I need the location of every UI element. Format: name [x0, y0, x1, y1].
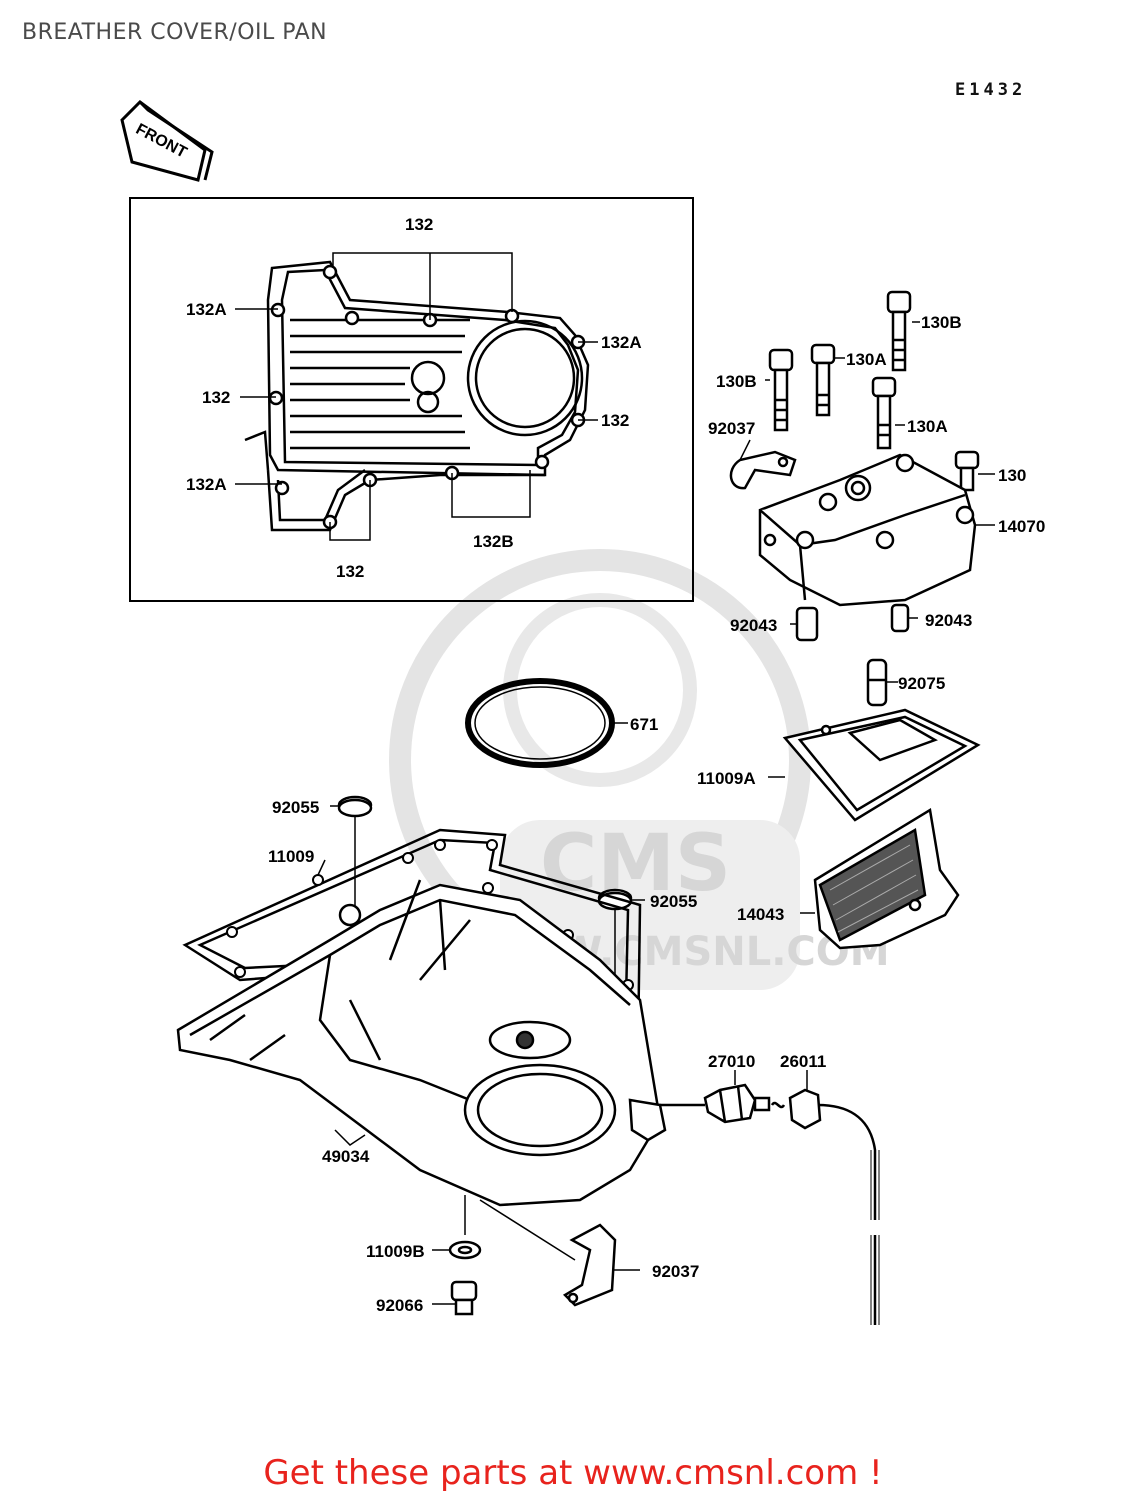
- watermark-brand: CMS: [540, 819, 731, 909]
- bolt-130-icon: [954, 450, 980, 492]
- label-92066: 92066: [376, 1296, 423, 1315]
- gasket-11009a-icon: [782, 708, 981, 822]
- cta-link[interactable]: Get these parts at www.cmsnl.com !: [263, 1453, 883, 1493]
- filter-14043-icon: [813, 807, 960, 950]
- label-130b-left: 130B: [716, 372, 757, 391]
- wire-lead-26011-icon: [770, 1088, 880, 1325]
- label-130a-top: 130A: [846, 350, 887, 369]
- washer-11009b-icon: [448, 1240, 482, 1260]
- label-11009a: 11009A: [697, 769, 756, 788]
- inset-leader-lines: [235, 252, 598, 541]
- breather-cover-14070-icon: [758, 453, 977, 607]
- label-26011: 26011: [780, 1052, 826, 1071]
- drain-plug-92066-icon: [450, 1280, 478, 1316]
- label-132-right: 132: [601, 411, 629, 430]
- label-132-bottom: 132: [336, 562, 364, 581]
- label-132b: 132B: [473, 532, 514, 551]
- label-11009: 11009: [268, 847, 314, 866]
- clamp-92037-bottom-icon: [562, 1223, 617, 1307]
- front-arrow-icon: FRONT: [120, 100, 214, 182]
- label-132-left: 132: [202, 388, 230, 407]
- label-92055-left: 92055: [272, 798, 319, 817]
- breather-cover-icon: [244, 260, 590, 532]
- diagram-code: E1432: [955, 80, 1027, 100]
- bolt-130b-left-icon: [768, 348, 794, 432]
- label-49034: 49034: [322, 1147, 370, 1166]
- label-11009b: 11009B: [366, 1242, 425, 1261]
- label-92043-right: 92043: [925, 611, 972, 630]
- dowel-92043-left-icon: [795, 606, 819, 642]
- clamp-92037-top-icon: [729, 450, 797, 490]
- label-92075: 92075: [898, 674, 945, 693]
- label-14070: 14070: [998, 517, 1045, 536]
- label-132-top: 132: [405, 215, 433, 234]
- label-671: 671: [630, 715, 658, 734]
- bolt-130b-top-icon: [886, 290, 912, 372]
- label-14043: 14043: [737, 905, 784, 924]
- bolt-130a-top-icon: [810, 343, 836, 417]
- label-130b-top: 130B: [921, 313, 962, 332]
- label-92043-left: 92043: [730, 616, 777, 635]
- label-132a-left-top: 132A: [186, 300, 227, 319]
- label-132a-right: 132A: [601, 333, 642, 352]
- seal-92055-left-icon: [337, 795, 373, 818]
- label-132a-left-bottom: 132A: [186, 475, 227, 494]
- fitting-92075-icon: [866, 658, 888, 707]
- oil-pressure-switch-27010-icon: [660, 1083, 771, 1124]
- breather-cover-inset-frame: [129, 197, 694, 602]
- bolt-leader-lines: [765, 321, 995, 475]
- label-130a-right: 130A: [907, 417, 948, 436]
- oil-pan-49034-icon: [176, 879, 667, 1207]
- label-130: 130: [998, 466, 1026, 485]
- label-92037-bottom: 92037: [652, 1262, 699, 1281]
- label-27010: 27010: [708, 1052, 755, 1071]
- dowel-92043-right-icon: [890, 603, 910, 633]
- bolt-130a-right-icon: [871, 376, 897, 450]
- label-92055-right: 92055: [650, 892, 697, 911]
- label-92037-top: 92037: [708, 419, 755, 438]
- page-title: BREATHER COVER/OIL PAN: [22, 20, 328, 45]
